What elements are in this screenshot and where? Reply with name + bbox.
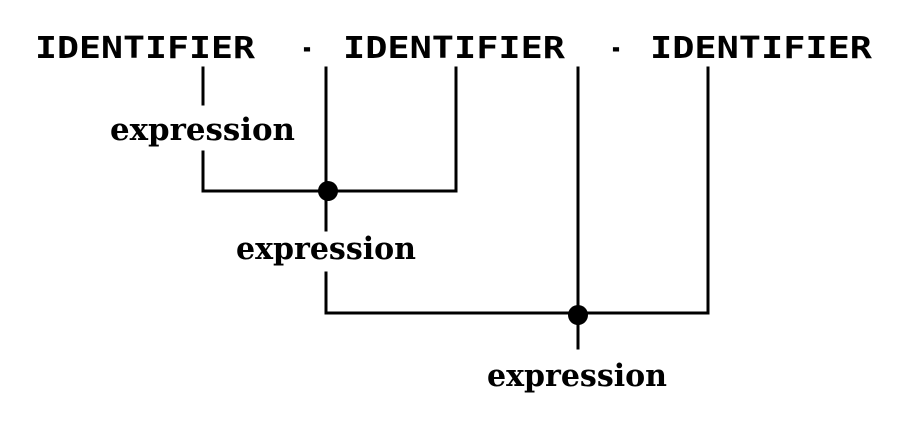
token-identifier-1: IDENTIFIER [35, 31, 256, 66]
token-minus-2: - [610, 31, 622, 66]
expression-label-3: expression [487, 358, 667, 394]
junction-node-2 [568, 305, 588, 325]
token-identifier-2: IDENTIFIER [343, 31, 566, 66]
expression-label-2: expression [236, 231, 416, 267]
junction-node-1 [318, 181, 338, 201]
token-minus-1: - [301, 31, 313, 66]
token-identifier-3: IDENTIFIER [650, 31, 873, 66]
expression-label-1: expression [110, 112, 295, 148]
